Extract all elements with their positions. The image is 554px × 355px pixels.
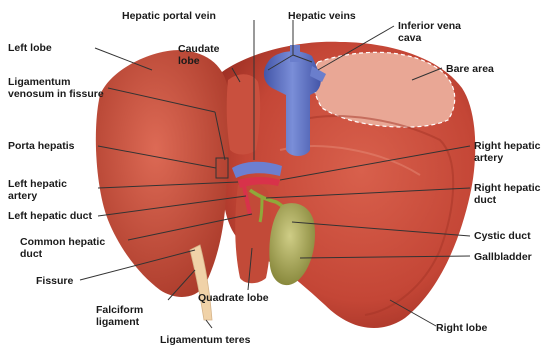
label-right-lobe: Right lobe [436,322,487,334]
label-falciform-ligament: Falciform ligament [96,304,166,328]
label-right-hepatic-duct: Right hepatic duct [474,182,548,206]
label-inferior-vena-cava: Inferior vena cava [398,20,478,44]
label-fissure: Fissure [36,275,73,287]
label-ligamentum-venosum: Ligamentum venosum in fissure [8,76,108,100]
label-ligamentum-teres: Ligamentum teres [160,334,250,346]
label-left-lobe: Left lobe [8,42,52,54]
label-left-hepatic-duct: Left hepatic duct [8,210,92,222]
label-caudate-lobe: Caudate lobe [178,43,226,67]
label-quadrate-lobe: Quadrate lobe [198,292,269,304]
label-bare-area: Bare area [446,63,494,75]
label-gallbladder: Gallbladder [474,251,532,263]
label-hepatic-veins: Hepatic veins [288,10,356,22]
label-right-hepatic-artery: Right hepatic artery [474,140,548,164]
label-cystic-duct: Cystic duct [474,230,531,242]
caudate-lobe-shape [227,74,260,154]
label-hepatic-portal-vein: Hepatic portal vein [122,10,216,22]
label-common-hepatic-duct: Common hepatic duct [20,236,124,260]
label-porta-hepatis: Porta hepatis [8,140,75,152]
label-left-hepatic-artery: Left hepatic artery [8,178,94,202]
